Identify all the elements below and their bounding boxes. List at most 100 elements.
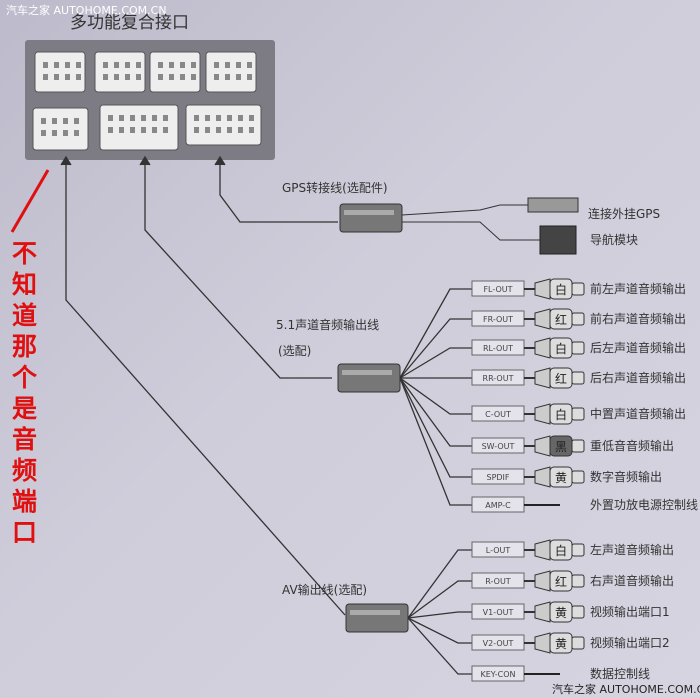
av-row: V1-OUT 黄 视频输出端口1: [407, 601, 670, 623]
output-description: 数字音频输出: [590, 469, 662, 484]
av-row: KEY-CON 数据控制线: [407, 617, 650, 682]
audio51-row: FR-OUT 红 前右声道音频输出: [399, 308, 686, 379]
cable-tag: SPDIF: [486, 473, 509, 482]
av-row: L-OUT 白 左声道音频输出: [407, 539, 674, 619]
svg-text:是: 是: [12, 394, 37, 423]
svg-text:频: 频: [12, 456, 37, 485]
watermark-bottom: 汽车之家 AUTOHOME.COM.CN: [552, 682, 700, 696]
output-description: 视频输出端口1: [590, 604, 670, 619]
plug-color-label: 红: [555, 371, 567, 386]
rca-plug-icon: [534, 601, 585, 623]
cable-tag: KEY-CON: [481, 670, 516, 679]
socket-5: [99, 104, 179, 151]
plug-color-label: 黑: [555, 440, 567, 454]
audio51-row: C-OUT 白 中置声道音频输出: [399, 377, 686, 425]
audio51-row: SW-OUT 黑 重低音音频输出: [399, 377, 674, 457]
rca-plug-icon: [534, 466, 585, 488]
arrow-icon: [214, 155, 226, 166]
cable-tag: V1-OUT: [483, 608, 514, 617]
gps-hub-connector: [339, 203, 403, 233]
socket-0: [34, 51, 86, 93]
cable-tag: SW-OUT: [482, 442, 515, 451]
socket-6: [185, 104, 262, 146]
wire-av: [65, 160, 346, 616]
plug-color-label: 红: [555, 312, 567, 327]
cable-tag: FL-OUT: [483, 285, 512, 294]
svg-text:口: 口: [12, 518, 37, 547]
gps-antenna-plug-icon: [527, 197, 579, 213]
svg-text:不: 不: [12, 239, 37, 268]
rca-plug-icon: [534, 539, 585, 561]
svg-text:道: 道: [12, 301, 37, 330]
arrow-icon: [60, 155, 72, 166]
svg-text:音: 音: [12, 425, 37, 454]
rca-plug-icon: [534, 570, 585, 592]
wire-audio51: [144, 160, 332, 379]
audio51-row: RL-OUT 白 后左声道音频输出: [399, 337, 686, 379]
plug-color-label: 白: [555, 341, 567, 356]
plug-color-label: 黄: [555, 637, 567, 651]
svg-text:那: 那: [12, 332, 37, 361]
cable-tag: C-OUT: [485, 410, 511, 419]
output-description: 外置功放电源控制线: [590, 497, 698, 512]
cable-tag: RR-OUT: [483, 374, 514, 383]
output-description: 重低音音频输出: [590, 438, 674, 453]
gps-output-1: 连接外挂GPS: [588, 206, 660, 221]
output-description: 后右声道音频输出: [590, 370, 686, 385]
output-description: 中置声道音频输出: [590, 406, 686, 421]
output-description: 左声道音频输出: [590, 542, 674, 557]
rca-plug-icon: [534, 435, 585, 457]
gps-output-2: 导航模块: [590, 232, 638, 247]
cable-tag: RL-OUT: [483, 344, 513, 353]
socket-4: [32, 107, 89, 151]
socket-2: [149, 51, 201, 93]
svg-text:知: 知: [12, 270, 37, 299]
audio51-row: SPDIF 黄 数字音频输出: [399, 377, 662, 488]
audio51-hub-connector: [337, 363, 401, 393]
audio51-row: RR-OUT 红 后右声道音频输出: [400, 367, 686, 389]
svg-text:端: 端: [12, 487, 37, 516]
output-description: 数据控制线: [590, 666, 650, 681]
gps-module-plug-icon: [539, 225, 577, 255]
output-description: 右声道音频输出: [590, 573, 674, 588]
wire-gps: [219, 160, 338, 223]
plug-color-label: 黄: [555, 606, 567, 620]
cable-tag: FR-OUT: [483, 315, 513, 324]
svg-text:个: 个: [12, 363, 38, 392]
gps-cable-label: GPS转接线(选配件): [282, 180, 388, 195]
arrow-icon: [139, 155, 151, 166]
rca-plug-icon: [534, 632, 585, 654]
interface-title: 多功能复合接口: [70, 13, 189, 33]
output-description: 前右声道音频输出: [590, 311, 686, 326]
plug-color-label: 白: [555, 543, 567, 558]
output-description: 前左声道音频输出: [590, 281, 686, 296]
plug-color-label: 红: [555, 574, 567, 589]
av-row: V2-OUT 黄 视频输出端口2: [407, 617, 670, 654]
rca-plug-icon: [534, 337, 585, 359]
cable-tag: V2-OUT: [483, 639, 514, 648]
watermark-top: 汽车之家 AUTOHOME.COM.CN: [6, 3, 167, 17]
output-description: 视频输出端口2: [590, 635, 670, 650]
rca-plug-icon: [534, 367, 585, 389]
cable-tag: L-OUT: [486, 546, 511, 555]
audio51-row: FL-OUT 白 前左声道音频输出: [399, 278, 686, 379]
av-cable-label: AV输出线(选配): [282, 582, 367, 597]
rca-plug-icon: [534, 278, 585, 300]
plug-color-label: 白: [555, 407, 567, 422]
cable-tag: R-OUT: [485, 577, 510, 586]
socket-3: [205, 51, 257, 93]
plug-color-label: 黄: [555, 471, 567, 485]
cable-tag: AMP-C: [485, 501, 511, 510]
red-pointer-line: [10, 169, 50, 233]
output-description: 后左声道音频输出: [590, 340, 686, 355]
av-hub-connector: [345, 603, 409, 633]
socket-1: [94, 51, 146, 93]
audio51-row: AMP-C 外置功放电源控制线: [399, 377, 698, 513]
rca-plug-icon: [534, 403, 585, 425]
audio51-cable-sublabel: (选配): [278, 344, 311, 358]
rca-plug-icon: [534, 308, 585, 330]
av-row: R-OUT 红 右声道音频输出: [407, 570, 674, 619]
plug-color-label: 白: [555, 282, 567, 297]
